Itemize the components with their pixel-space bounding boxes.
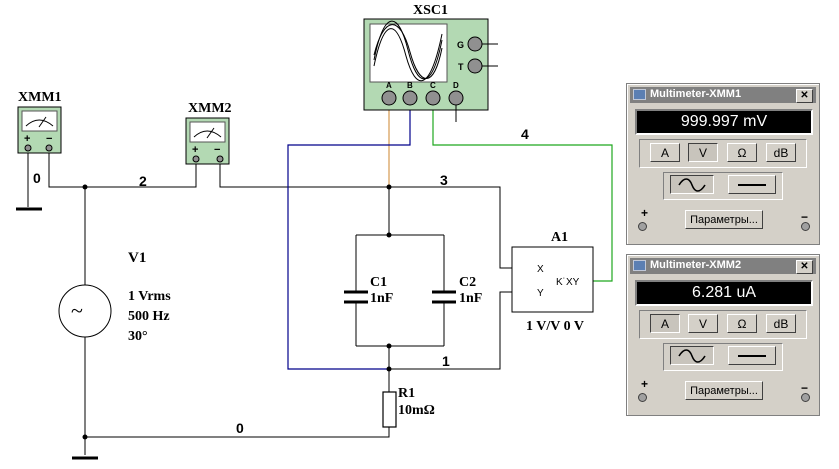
scope-port-t: T [458, 62, 464, 72]
xmm1-window-minus: − [801, 210, 809, 224]
xmm1-button-ohmmeter[interactable]: Ω [727, 143, 757, 162]
net-label-4: 4 [521, 126, 529, 142]
xmm1-dc-button[interactable] [728, 175, 776, 194]
xmm2-button-decibel[interactable]: dB [766, 314, 796, 333]
multimeter-xmm2-reading: 6.281 uA [635, 280, 813, 306]
multimeter-xmm2-title: Multimeter-XMM2 [650, 259, 742, 271]
a1-pin-y: Y [537, 288, 544, 299]
scope-port-g: G [457, 40, 464, 50]
net-label-1: 1 [442, 353, 450, 369]
r1-ref: R1 [398, 386, 415, 401]
multimeter-xmm1-signal-panel [663, 172, 783, 200]
wire-net-1 [389, 291, 512, 370]
multimeter-xmm1-reading: 999.997 mV [635, 109, 813, 135]
xmm1-window-plus-terminal[interactable] [638, 222, 647, 231]
xsc1-label: XSC1 [413, 3, 448, 18]
net-label-0-left: 0 [33, 170, 41, 186]
c2-capacitor[interactable] [432, 290, 456, 304]
a1-ref: A1 [551, 230, 568, 245]
xmm2-minus: − [214, 144, 220, 156]
a1-multiplier[interactable] [511, 246, 594, 313]
xmm1-button-voltmeter[interactable]: V [688, 143, 718, 162]
xmm1-instrument[interactable]: + − [17, 106, 62, 154]
ac-wave-icon [678, 349, 706, 363]
xmm2-window-minus: − [801, 381, 809, 395]
multimeter-app-icon [633, 260, 646, 271]
wire-scope-b [287, 109, 411, 370]
v1-ac-source[interactable]: ~ [58, 284, 112, 338]
scope-port-a: A [386, 81, 392, 90]
v1-ref: V1 [128, 250, 146, 266]
v1-phase: 30° [128, 329, 148, 344]
xmm2-plus: + [192, 144, 198, 156]
xmm2-settings-button[interactable]: Параметры... [685, 381, 763, 400]
multimeter-xmm2-signal-panel [663, 343, 783, 371]
c1-ref: C1 [370, 275, 387, 290]
xmm2-instrument[interactable]: + − [185, 117, 230, 165]
scope-port-d: D [453, 81, 459, 90]
dc-line-icon [738, 355, 766, 357]
close-icon[interactable]: ✕ [796, 260, 813, 274]
c2-value: 1nF [459, 291, 482, 306]
multimeter-xmm2-window: Multimeter-XMM2 ✕ 6.281 uA A V Ω dB + − … [626, 254, 820, 416]
xsc1-oscilloscope[interactable] [363, 18, 498, 122]
v1-value: 1 Vrms [128, 289, 171, 304]
multimeter-xmm1-window: Multimeter-XMM1 ✕ 999.997 mV A V Ω dB + … [626, 83, 820, 245]
net-label-0-bottom: 0 [236, 420, 244, 436]
multimeter-xmm2-mode-panel: A V Ω dB [639, 310, 807, 339]
c2-ref: C2 [459, 275, 476, 290]
multimeter-xmm1-titlebar[interactable]: Multimeter-XMM1 ✕ [630, 87, 816, 103]
scope-port-c: C [430, 81, 436, 90]
xmm1-plus: + [24, 133, 30, 145]
xmm1-button-decibel[interactable]: dB [766, 143, 796, 162]
v1-frequency: 500 Hz [128, 309, 170, 324]
r1-resistor[interactable] [382, 391, 397, 428]
dc-line-icon [738, 184, 766, 186]
xmm1-window-minus-terminal[interactable] [801, 222, 810, 231]
junction-dots [82, 184, 392, 440]
multimeter-xmm1-mode-panel: A V Ω dB [639, 139, 807, 168]
net-label-3: 3 [440, 172, 448, 188]
wire-capacitor-bank [355, 234, 445, 392]
wire-net-4 [432, 109, 613, 282]
xmm2-window-minus-terminal[interactable] [801, 393, 810, 402]
xmm2-button-voltmeter[interactable]: V [688, 314, 718, 333]
xmm1-settings-button[interactable]: Параметры... [685, 210, 763, 229]
svg-text:~: ~ [71, 298, 83, 323]
xmm1-label: XMM1 [18, 90, 62, 105]
a1-pin-x: X [537, 264, 544, 275]
multimeter-xmm2-titlebar[interactable]: Multimeter-XMM2 ✕ [630, 258, 816, 274]
scope-port-b: B [407, 81, 413, 90]
xmm1-window-plus: + [641, 206, 649, 220]
xmm2-label: XMM2 [188, 101, 232, 116]
xmm2-button-ohmmeter[interactable]: Ω [727, 314, 757, 333]
xmm1-ac-button[interactable] [670, 175, 714, 194]
multimeter-app-icon [633, 89, 646, 100]
multimeter-xmm1-title: Multimeter-XMM1 [650, 88, 742, 100]
xmm2-ac-button[interactable] [670, 346, 714, 365]
net-label-2: 2 [139, 173, 147, 189]
close-icon[interactable]: ✕ [796, 89, 813, 103]
xmm2-window-plus-terminal[interactable] [638, 393, 647, 402]
xmm2-dc-button[interactable] [728, 346, 776, 365]
a1-function: K˙XY [556, 277, 580, 288]
a1-params: 1 V/V 0 V [526, 319, 584, 334]
xmm1-minus: − [46, 133, 52, 145]
wire-net-2 [48, 152, 197, 188]
wire-net-3 [219, 162, 512, 269]
xmm1-button-ammeter[interactable]: A [650, 143, 680, 162]
c1-capacitor[interactable] [344, 290, 368, 304]
r1-value: 10mΩ [398, 403, 435, 418]
xmm2-button-ammeter[interactable]: A [650, 314, 680, 333]
ac-wave-icon [678, 178, 706, 192]
c1-value: 1nF [370, 291, 393, 306]
xmm2-window-plus: + [641, 377, 649, 391]
